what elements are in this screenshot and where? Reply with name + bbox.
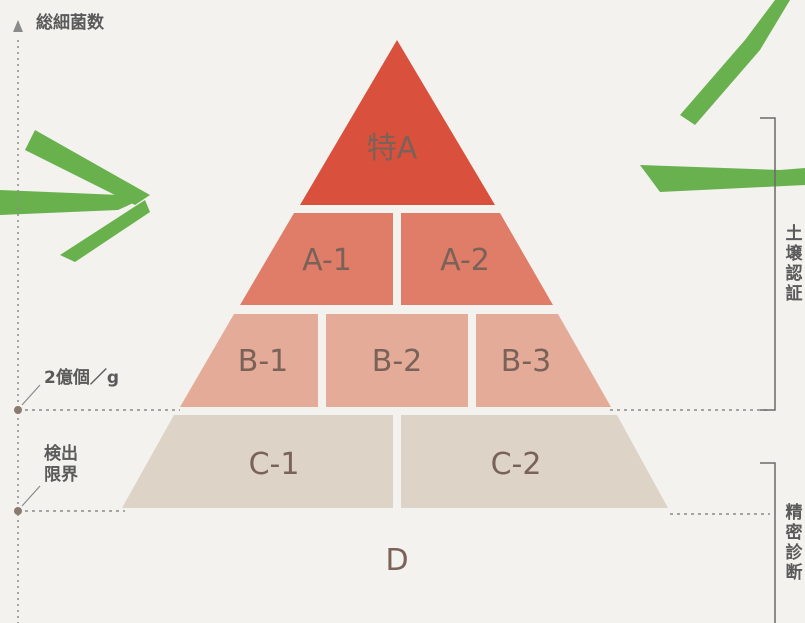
detection-limit-label-1: 検出 bbox=[44, 444, 78, 464]
bracket-upper-char: 証 bbox=[784, 284, 804, 304]
tier-a2-label: A-2 bbox=[405, 244, 525, 278]
threshold-dot bbox=[14, 406, 22, 414]
bracket-lower-label: 精 密 診 断 bbox=[784, 503, 804, 583]
tier-special-a bbox=[300, 40, 495, 205]
green-arrow-right-icon bbox=[640, 0, 805, 192]
detection-dot bbox=[14, 507, 22, 515]
bracket-upper-char: 壌 bbox=[784, 244, 804, 264]
green-arrow-left-icon bbox=[0, 130, 150, 262]
tier-b2-label: B-2 bbox=[337, 345, 457, 379]
tier-c1-label: C-1 bbox=[214, 448, 334, 482]
bracket-upper bbox=[760, 118, 775, 410]
tier-b1-label: B-1 bbox=[203, 345, 323, 379]
tier-a1-label: A-1 bbox=[267, 244, 387, 278]
pyramid bbox=[122, 40, 668, 508]
axis-label: 総細菌数 bbox=[36, 13, 104, 33]
bracket-upper-label: 土 壌 認 証 bbox=[784, 224, 804, 304]
bracket-lower-char: 診 bbox=[784, 543, 804, 563]
tier-d-label: D bbox=[337, 544, 457, 578]
bracket-upper-char: 認 bbox=[784, 264, 804, 284]
bracket-lower-char: 精 bbox=[784, 503, 804, 523]
tier-b3-label: B-3 bbox=[466, 345, 586, 379]
bracket-lower bbox=[760, 463, 775, 623]
axis-arrow-icon bbox=[13, 20, 23, 32]
detection-limit-label-2: 限界 bbox=[44, 465, 78, 485]
tier-special-a-label: 特A bbox=[332, 132, 452, 166]
bracket-upper-char: 土 bbox=[784, 224, 804, 244]
tier-c2-label: C-2 bbox=[456, 448, 576, 482]
bracket-lower-char: 断 bbox=[784, 563, 804, 583]
bracket-lower-char: 密 bbox=[784, 523, 804, 543]
threshold-label: 2億個／g bbox=[44, 368, 119, 388]
